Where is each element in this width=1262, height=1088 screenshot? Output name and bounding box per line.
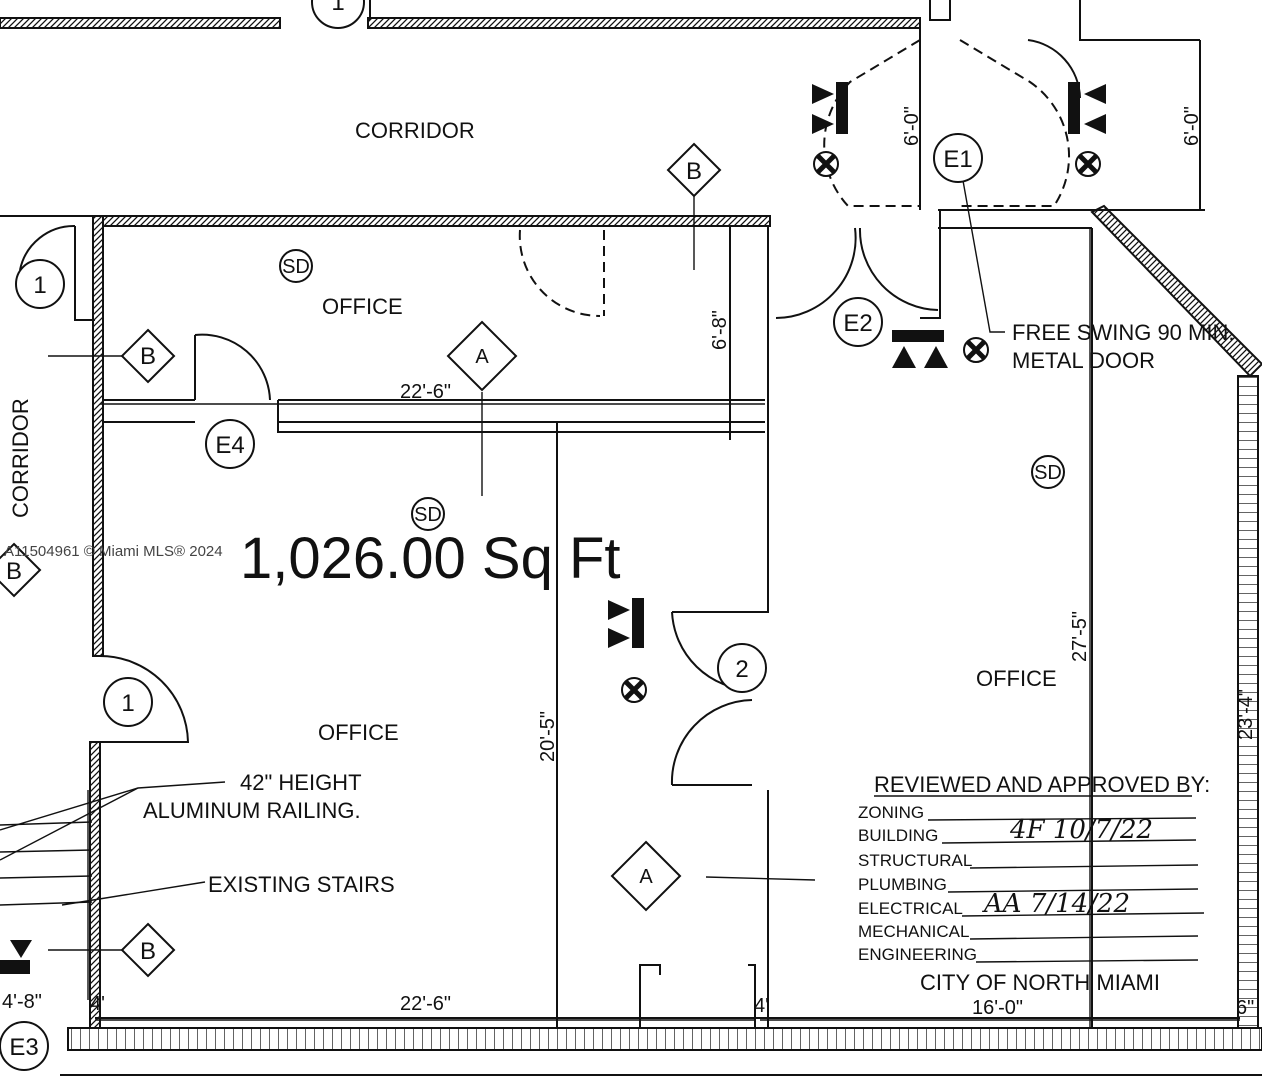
door-tag: 1 (121, 690, 134, 717)
door-note: METAL DOOR (1012, 348, 1155, 373)
exit-tag: E4 (215, 432, 244, 459)
exit-light-icon (0, 940, 32, 974)
room-label: OFFICE (318, 720, 399, 745)
approval-row: STRUCTURAL (858, 851, 972, 870)
room-labels: CORRIDOR CORRIDOR OFFICE OFFICE OFFICE (8, 118, 1057, 745)
exit-light-icon (1068, 82, 1106, 134)
emergency-light-icon (813, 151, 839, 177)
room-label: CORRIDOR (8, 398, 33, 518)
approval-row: BUILDING (858, 826, 938, 845)
dimension-labels: 22'-6" 22'-6" 6'-8" 6'-0" 6'-0" 20'-5" 2… (2, 106, 1257, 1019)
approval-row: MECHANICAL (858, 922, 969, 941)
room-label: CORRIDOR (355, 118, 475, 143)
tag-shapes (0, 0, 1065, 1071)
approval-stamp: REVIEWED AND APPROVED BY: ZONING BUILDIN… (858, 772, 1210, 995)
dimension-label: 4' (90, 993, 105, 1015)
stairs (0, 790, 93, 1000)
dimension-label: 6'-0" (901, 106, 923, 146)
dimension-label: 6'-8" (709, 310, 731, 350)
electrical-signature: AA 7/14/22 (982, 889, 1130, 919)
dimension-label: 27'-5" (1069, 611, 1091, 662)
smoke-detector-tag: SD (414, 504, 442, 526)
railing-note: 42" HEIGHT (240, 770, 362, 795)
dimension-label: 4' (754, 995, 769, 1017)
dimension-lines (0, 174, 1240, 1028)
section-tag: B (686, 158, 702, 185)
door-note: FREE SWING 90 MIN. (1012, 320, 1234, 345)
door-tag: 1 (33, 272, 46, 299)
section-tag: B (140, 938, 156, 965)
approval-row: ENGINEERING (858, 945, 977, 964)
emergency-light-icon (1075, 151, 1101, 177)
stairs-note: EXISTING STAIRS (208, 872, 395, 897)
approval-city: CITY OF NORTH MIAMI (920, 970, 1160, 995)
walls (0, 17, 1262, 1051)
approval-row: PLUMBING (858, 875, 947, 894)
dimension-label: 23'-4" (1235, 689, 1257, 740)
emergency-light-icon (621, 677, 647, 703)
dimension-label: 4'-8" (2, 991, 42, 1013)
section-tag: A (639, 866, 653, 888)
door-tag: 2 (735, 656, 748, 683)
exit-tag: E2 (843, 310, 872, 337)
notes: FREE SWING 90 MIN. METAL DOOR 42" HEIGHT… (143, 320, 1234, 897)
smoke-detector-tag: SD (1034, 462, 1062, 484)
approval-row: ELECTRICAL (858, 899, 963, 918)
dimension-label: 6" (1236, 997, 1254, 1019)
approval-row: ZONING (858, 803, 924, 822)
building-signature: 4F 10/7/22 (1009, 815, 1153, 845)
exit-light-icon (608, 598, 644, 648)
section-tag: B (6, 558, 22, 585)
room-label: OFFICE (976, 666, 1057, 691)
dimension-label: 16'-0" (972, 997, 1023, 1019)
dimension-label: 22'-6" (400, 993, 451, 1015)
approval-title: REVIEWED AND APPROVED BY: (874, 772, 1210, 797)
section-tag: B (140, 343, 156, 370)
emergency-light-icon (963, 337, 989, 363)
room-label: OFFICE (322, 294, 403, 319)
dimension-label: 6'-0" (1181, 106, 1203, 146)
dimension-label: 22'-6" (400, 381, 451, 403)
railing-note: ALUMINUM RAILING. (143, 798, 361, 823)
dimension-label: 20'-5" (537, 711, 559, 762)
exit-light-icon (892, 330, 948, 368)
tag-labels: 1 1 1 2 E1 E2 E4 E3 SD SD SD B B B B A A (6, 0, 1062, 1061)
section-tag: A (475, 346, 489, 368)
smoke-detector-tag: SD (282, 256, 310, 278)
exit-tag: E1 (943, 146, 972, 173)
exit-light-icon (812, 82, 848, 134)
mls-watermark: A11504961 © Miami MLS® 2024 (4, 543, 223, 560)
area-label: 1,026.00 Sq Ft (240, 526, 620, 591)
exit-tag: E3 (9, 1034, 38, 1061)
door-tag: 1 (331, 0, 344, 16)
